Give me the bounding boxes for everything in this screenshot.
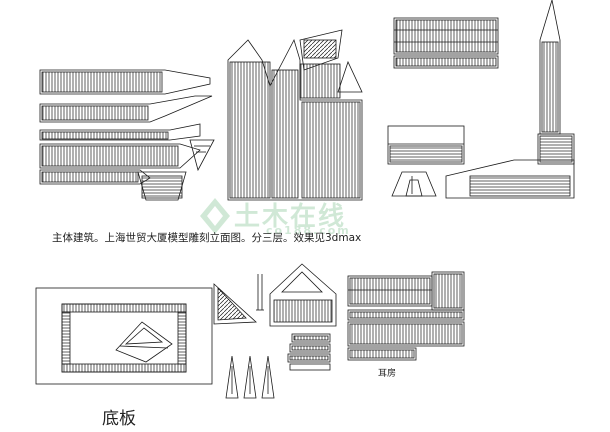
annex-block-2 (431, 271, 465, 311)
elevation-strip-2 (39, 95, 213, 123)
slim-tower-elevation (537, 0, 575, 165)
base-plate-label: 底板 (102, 409, 136, 429)
elevation-strip-1 (39, 69, 211, 95)
elevation-strip-5 (39, 169, 151, 185)
floor-block-2 (393, 55, 499, 69)
spike-1 (225, 355, 239, 399)
tower-elevation (227, 29, 363, 201)
spike-2 (243, 355, 257, 399)
watermark-text: 土木在线 (234, 202, 347, 232)
stacked-slabs (287, 333, 331, 371)
drawing-caption: 主体建筑。上海世贸大厦模型雕刻立面图。分三层。效果见3dmax (52, 232, 362, 244)
triangle-block-a (189, 139, 215, 172)
spike-3 (261, 355, 275, 399)
annex-block-1 (347, 275, 433, 307)
annex-block-3 (347, 309, 465, 321)
watermark-url: co188.com (266, 224, 351, 237)
watermark: 土木在线 co188.com (198, 194, 418, 240)
annex-block-4 (347, 321, 465, 347)
base-plate (35, 287, 213, 385)
elevation-strip-4 (39, 143, 201, 169)
tapered-block-a (137, 171, 187, 201)
section-box (387, 125, 465, 165)
arch-block (391, 171, 437, 197)
annex-block-5 (347, 347, 417, 361)
pillars (256, 274, 264, 311)
elevation-strip-3 (39, 123, 201, 141)
slanted-plinth (445, 159, 575, 199)
pediment (269, 263, 337, 327)
triangular-gusset (213, 283, 257, 325)
floor-block-1 (393, 17, 499, 55)
watermark-logo-icon (200, 198, 230, 234)
annex-label: 耳房 (378, 369, 397, 379)
